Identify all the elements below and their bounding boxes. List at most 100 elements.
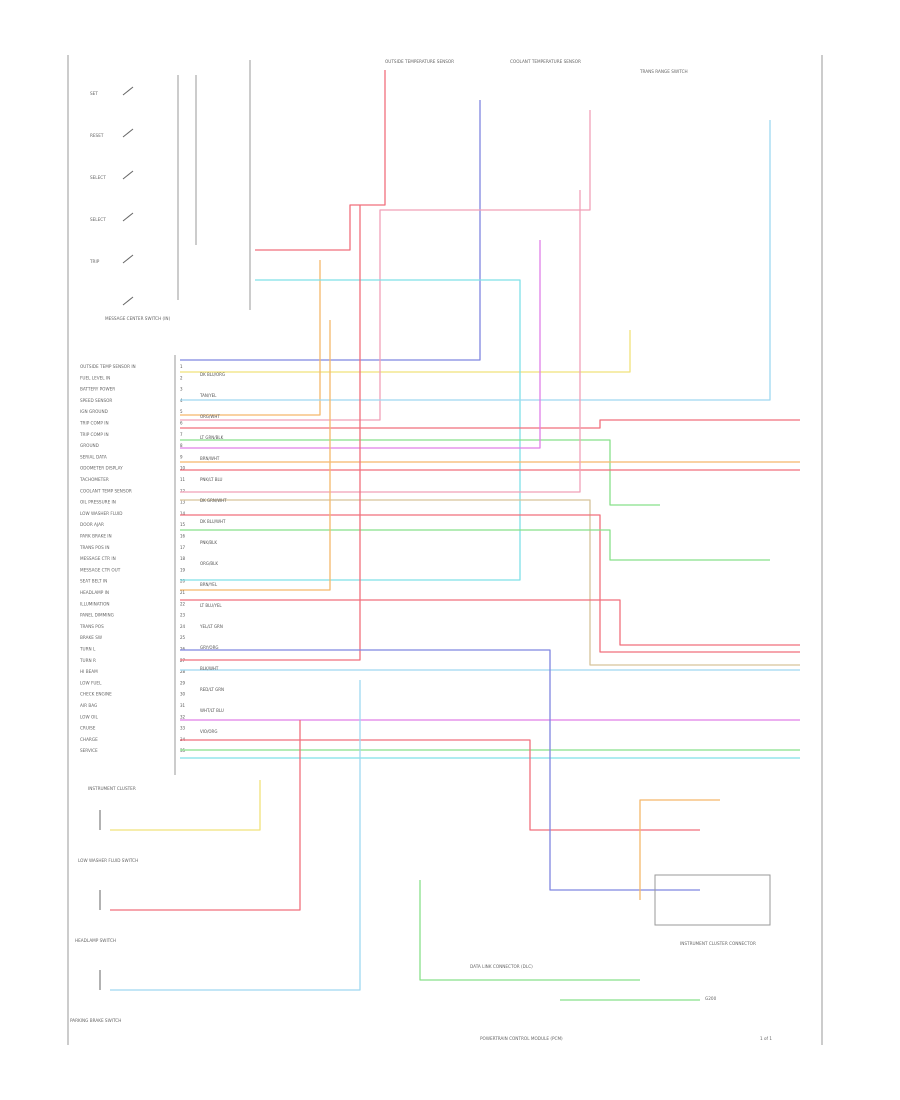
page-id-label: 1 of 1 <box>760 1036 772 1041</box>
wire-color-label-9: ORG/BLK <box>200 561 218 566</box>
cluster-pin-number-25: 26 <box>180 647 186 652</box>
cluster-pin-number-0: 1 <box>180 364 183 369</box>
switch-label-1: RESET <box>90 133 104 138</box>
cluster-pin-number-23: 24 <box>180 624 186 629</box>
cluster-pin-label-7: GROUND <box>80 443 99 448</box>
cluster-pin-label-33: CHARGE <box>80 737 98 742</box>
cluster-pin-number-18: 19 <box>180 567 186 572</box>
wire-color-label-3: LT GRN/BLK <box>200 435 224 440</box>
cluster-pin-label-11: COOLANT TEMP SENSOR <box>80 488 132 493</box>
wire-color-label-15: RED/LT GRN <box>200 687 224 692</box>
wire-color-label-13: GRY/ORG <box>200 645 218 650</box>
cluster-pin-number-34: 35 <box>180 748 186 753</box>
wire-color-label-14: BLK/WHT <box>200 666 219 671</box>
wire-green-1 <box>180 439 660 506</box>
switch-contact-5 <box>122 296 134 306</box>
cluster-pin-label-24: BRAKE SW <box>80 635 102 640</box>
cluster-pin-label-27: HI BEAM <box>80 669 98 674</box>
cluster-pin-number-32: 33 <box>180 726 186 731</box>
cluster-pin-number-14: 15 <box>180 522 186 527</box>
headlamp-switch-caption: HEADLAMP SWITCH <box>75 938 116 943</box>
wire-pink-coolant <box>180 110 591 421</box>
cluster-pin-label-14: DOOR AJAR <box>80 522 104 527</box>
cluster-pin-number-10: 11 <box>180 477 186 482</box>
wire-yellow-washer <box>110 780 261 831</box>
module-b-caption: POWERTRAIN CONTROL MODULE (PCM) <box>480 1036 563 1041</box>
cluster-pin-number-22: 23 <box>180 613 186 618</box>
cluster-pin-label-10: TACHOMETER <box>79 477 109 482</box>
cluster-pin-label-12: OIL PRESSURE IN <box>80 500 116 505</box>
cluster-pin-number-5: 6 <box>180 421 183 426</box>
module-a-caption: DATA LINK CONNECTOR (DLC) <box>470 964 533 969</box>
cluster-pin-number-19: 20 <box>180 579 186 584</box>
cluster-pin-label-29: CHECK ENGINE <box>80 692 112 697</box>
switch-label-2: SELECT <box>90 175 106 180</box>
wire-red-6 <box>180 205 361 661</box>
cluster-pin-label-1: FUEL LEVEL IN <box>80 375 110 380</box>
cluster-caption: INSTRUMENT CLUSTER <box>88 786 136 791</box>
wire-red-5 <box>180 599 800 646</box>
wire-red-7 <box>180 739 700 831</box>
cluster-pin-label-5: TRIP COMP IN <box>79 421 109 426</box>
wire-color-label-8: PNK/BLK <box>200 540 217 545</box>
switch-label-4: TRIP <box>89 259 100 264</box>
cluster-pin-label-26: TURN R <box>79 658 96 663</box>
wire-color-label-7: DK BLU/WHT <box>200 519 226 524</box>
wire-orange-3 <box>180 320 331 591</box>
wire-color-label-6: DK GRN/WHT <box>200 498 227 503</box>
cluster-pin-number-17: 18 <box>180 556 186 561</box>
cluster-pin-number-31: 32 <box>180 714 186 719</box>
cluster-pin-number-4: 5 <box>180 409 183 414</box>
wire-blue-top <box>180 100 481 361</box>
cluster-pin-label-18: MESSAGE CTR OUT <box>80 567 121 572</box>
wire-lblue-speed <box>180 120 771 401</box>
cluster-pin-label-17: MESSAGE CTR IN <box>80 556 116 561</box>
cluster-pin-number-29: 30 <box>180 692 186 697</box>
cluster-pin-number-7: 8 <box>180 443 183 448</box>
cluster-pin-label-6: TRIP COMP IN <box>79 432 109 437</box>
cluster-pin-label-23: TRANS POS <box>79 624 104 629</box>
right-connector-caption: INSTRUMENT CLUSTER CONNECTOR <box>680 941 756 946</box>
parking-brake-caption: PARKING BRAKE SWITCH <box>70 1018 121 1023</box>
cluster-pin-number-15: 16 <box>180 534 186 539</box>
cluster-pin-number-20: 21 <box>180 590 186 595</box>
cluster-pin-label-25: TURN L <box>79 647 96 652</box>
cluster-pin-label-31: LOW OIL <box>80 714 98 719</box>
cluster-pin-number-30: 31 <box>180 703 186 708</box>
switch-contact-3 <box>122 212 134 222</box>
cluster-pin-number-12: 13 <box>180 500 186 505</box>
switch-contact-1 <box>122 128 134 138</box>
wire-color-label-10: BRN/YEL <box>200 582 218 587</box>
cluster-pin-number-24: 25 <box>180 635 186 640</box>
wire-color-label-5: PNK/LT BLU <box>200 477 223 482</box>
ground-label: G200 <box>705 996 717 1001</box>
cluster-pin-number-28: 29 <box>180 680 186 685</box>
cluster-pin-label-13: LOW WASHER FLUID <box>80 511 122 516</box>
cluster-pin-number-27: 28 <box>180 669 186 674</box>
wire-red-outside-temp <box>255 70 386 251</box>
cluster-pin-label-9: ODOMETER DISPLAY <box>80 466 123 471</box>
right-connector-box <box>654 874 771 926</box>
switch-label-0: SET <box>90 91 98 96</box>
wire-color-label-16: WHT/LT BLU <box>200 708 224 713</box>
wire-red-headlamp <box>110 720 301 911</box>
switch-label-3: SELECT <box>90 217 106 222</box>
wire-violet-1 <box>180 240 541 449</box>
cluster-pin-number-21: 22 <box>180 601 186 606</box>
cluster-pin-label-28: LOW FUEL <box>80 680 102 685</box>
wire-cyan-1 <box>180 279 521 581</box>
cluster-pin-label-22: PANEL DIMMING <box>80 613 114 618</box>
switch-contact-2 <box>122 170 134 180</box>
cluster-pin-number-8: 9 <box>180 454 183 459</box>
wire-color-label-2: ORG/WHT <box>200 414 220 419</box>
cluster-pin-label-0: OUTSIDE TEMP SENSOR IN <box>80 364 136 369</box>
wire-yellow-fuel <box>180 330 631 373</box>
cluster-pin-label-20: HEADLAMP IN <box>80 590 109 595</box>
wire-color-label-11: LT BLU/YEL <box>200 603 222 608</box>
cluster-pin-number-11: 12 <box>180 488 186 493</box>
cluster-pin-label-8: SERIAL DATA <box>80 454 107 459</box>
switch-module-caption: MESSAGE CENTER SWITCH (IN) <box>105 316 171 321</box>
wire-color-label-4: BRN/WHT <box>200 456 220 461</box>
cluster-pin-label-34: SERVICE <box>80 748 98 753</box>
